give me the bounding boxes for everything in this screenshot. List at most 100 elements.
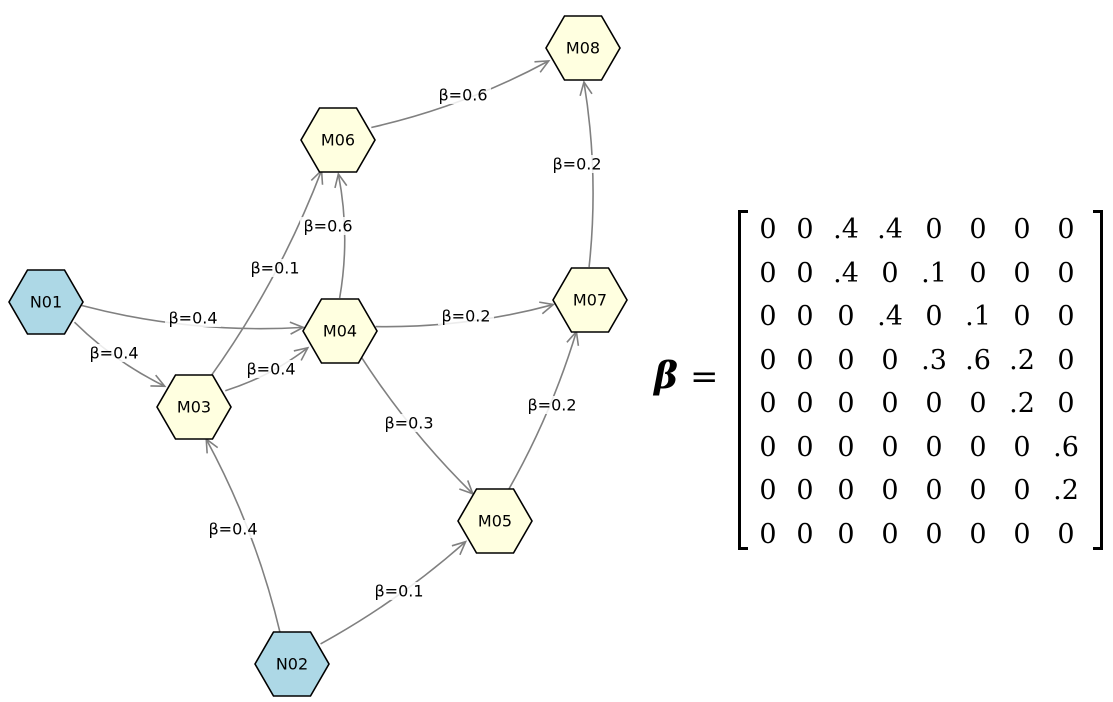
matrix-cell: .3: [921, 344, 947, 376]
arrowhead-icon: [293, 346, 310, 361]
matrix-cell: 0: [881, 388, 899, 420]
node-label: M07: [573, 291, 607, 310]
matrix-cell: .1: [921, 257, 947, 289]
arrowhead-icon: [534, 59, 551, 73]
node-label: M03: [177, 398, 211, 417]
hexagon-node-icon: [457, 488, 533, 554]
edge-weight-label: β=0.6: [303, 217, 352, 236]
edge-label-background: [381, 414, 437, 432]
matrix-cell: 0: [837, 518, 855, 550]
matrix-cell: .6: [1053, 431, 1079, 463]
left-bracket: [738, 210, 748, 550]
edge-label-background: [243, 360, 299, 378]
matrix-cell: 0: [796, 475, 814, 507]
edge-label: β=0.4: [205, 520, 261, 539]
node-label: N01: [30, 293, 62, 312]
edge-label-background: [300, 217, 356, 235]
hexagon-node-icon: [545, 15, 621, 81]
matrix-cell: 0: [881, 475, 899, 507]
edge-line: [337, 173, 346, 299]
matrix-cell: 0: [1057, 388, 1075, 420]
edge-labels-layer: β=0.4β=0.4β=0.4β=0.1β=0.4β=0.1β=0.3β=0.6…: [86, 86, 605, 601]
matrix-cell: 0: [759, 518, 777, 550]
matrix-cell: 0: [925, 475, 943, 507]
matrix-cell: .4: [877, 214, 903, 246]
arrowhead-icon: [579, 80, 593, 97]
matrix-cell: 0: [1013, 475, 1031, 507]
path-diagram: β=0.4β=0.4β=0.4β=0.1β=0.4β=0.1β=0.3β=0.6…: [8, 15, 628, 697]
edge-label-background: [205, 520, 261, 538]
matrix-cell: 0: [925, 388, 943, 420]
node-n01: N01: [8, 269, 84, 335]
matrix-cell: 0: [969, 431, 987, 463]
edge-weight-label: β=0.4: [168, 309, 217, 328]
edge-label-background: [549, 155, 605, 173]
node-m06: M06: [300, 107, 376, 173]
matrix-cell: 0: [925, 431, 943, 463]
edge-label: β=0.2: [438, 307, 494, 326]
matrix-cell: 0: [969, 257, 987, 289]
edge-line: [209, 170, 323, 378]
edge-weight-label: β=0.4: [89, 344, 138, 363]
matrix-cell: 0: [881, 344, 899, 376]
arrowhead-icon: [289, 321, 306, 335]
edge-label: β=0.2: [524, 396, 580, 415]
matrix-cell: 0: [925, 214, 943, 246]
equals-sign: =: [690, 357, 719, 397]
matrix-cell: 0: [969, 475, 987, 507]
edge-weight-label: β=0.2: [441, 307, 490, 326]
node-label: M08: [566, 39, 600, 58]
matrix-cell: .1: [965, 301, 991, 333]
matrix-cell: 0: [796, 518, 814, 550]
edge-label: β=0.4: [243, 360, 299, 379]
edge-weight-label: β=0.2: [552, 155, 601, 174]
matrix-cell: 0: [796, 431, 814, 463]
matrix-cell: 0: [969, 388, 987, 420]
matrix-cell: 0: [837, 475, 855, 507]
matrix-cell: .4: [833, 214, 859, 246]
matrix-cell: 0: [1057, 344, 1075, 376]
edge-label: β=0.4: [86, 344, 142, 363]
edge-label: β=0.6: [435, 86, 491, 105]
node-label: N02: [276, 655, 308, 674]
matrix-cell: 0: [1013, 518, 1031, 550]
edge-weight-label: β=0.4: [208, 520, 257, 539]
matrix-cell: 0: [759, 344, 777, 376]
matrix-cell: 0: [759, 301, 777, 333]
arrowhead-icon: [334, 172, 348, 189]
matrix-cell: 0: [881, 431, 899, 463]
matrix-cell: 0: [796, 257, 814, 289]
matrix-cell: 0: [1057, 257, 1075, 289]
matrix-cell: 0: [796, 214, 814, 246]
arrowhead-icon: [451, 540, 468, 556]
edge-weight-label: β=0.3: [384, 414, 433, 433]
matrix-cell: 0: [881, 257, 899, 289]
matrix-cell: 0: [925, 518, 943, 550]
node-label: M06: [321, 131, 355, 150]
matrix-cell: 0: [837, 301, 855, 333]
matrix-cell: 0: [837, 388, 855, 420]
matrix-cell: 0: [1013, 301, 1031, 333]
matrix-cell: .4: [877, 301, 903, 333]
edge-m04-m06: [334, 172, 348, 299]
hexagon-node-icon: [8, 269, 84, 335]
matrix-cell: 0: [969, 518, 987, 550]
edge-label: β=0.1: [371, 582, 427, 601]
edge-label-background: [371, 582, 427, 600]
edge-label-background: [165, 309, 221, 327]
edge-weight-label: β=0.4: [246, 360, 295, 379]
hexagon-node-icon: [254, 631, 330, 697]
edge-m07-m08: [579, 80, 594, 268]
matrix-cell: 0: [759, 431, 777, 463]
matrix-cell: 0: [796, 301, 814, 333]
matrix-cell: 0: [796, 388, 814, 420]
edge-line: [583, 81, 594, 268]
